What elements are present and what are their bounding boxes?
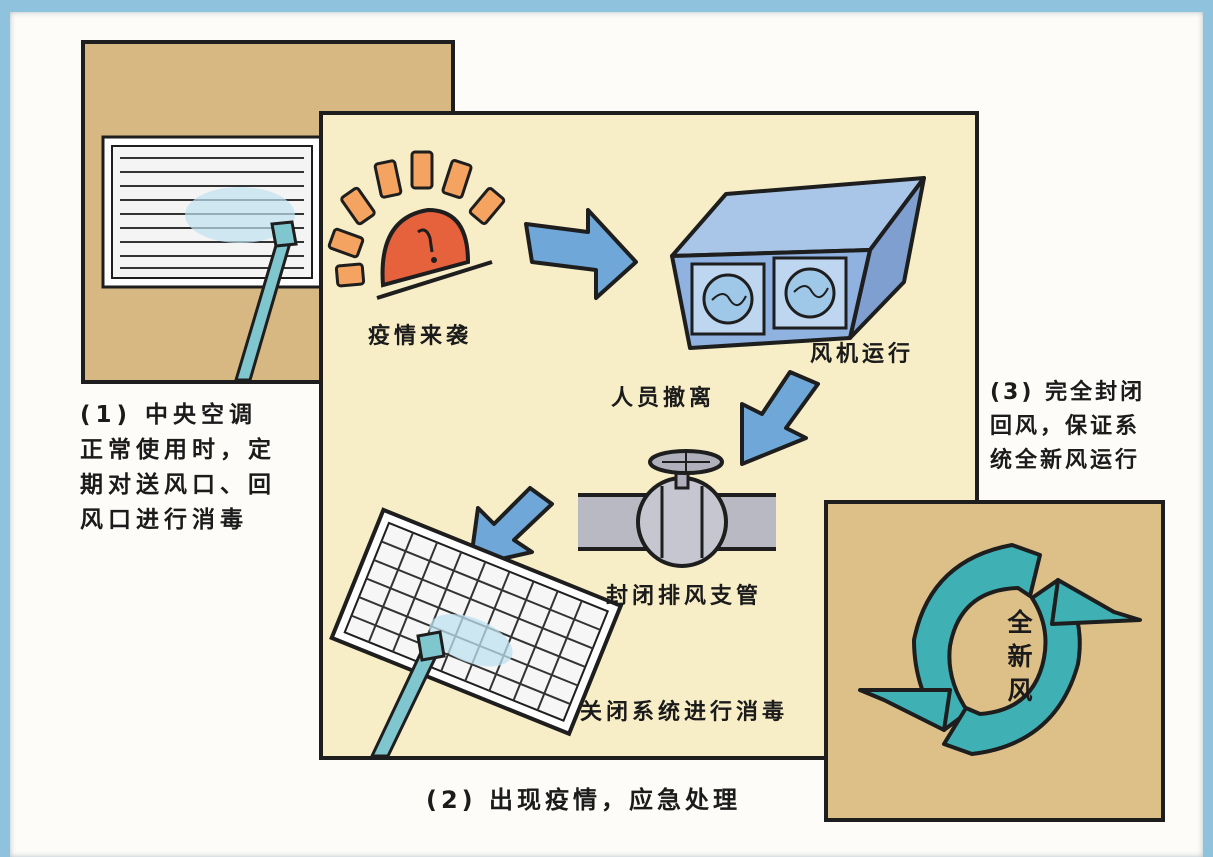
vent-grille-icon <box>101 135 323 289</box>
caption-line: 正常使用时，定 <box>80 437 276 463</box>
fresh-air-label: 全 新 风 <box>1000 606 1040 708</box>
spray-nozzle-2-icon <box>369 630 446 758</box>
label-fan-running: 风机运行 <box>810 342 915 367</box>
label-epidemic: 疫情来袭 <box>368 324 473 349</box>
recycle-arrows-icon <box>858 543 1142 756</box>
siren-icon <box>327 150 506 300</box>
panel-2-caption: (2) 出现疫情，应急处理 <box>426 786 741 814</box>
panel-3-fresh-air <box>824 500 1165 822</box>
panel-3-caption: (3) 完全封闭 回风，保证系 统全新风运行 <box>990 376 1145 478</box>
caption-line: (3) 完全封闭 <box>990 380 1146 405</box>
label-evacuate: 人员撤离 <box>611 386 716 411</box>
caption-line: (1) 中央空调 <box>80 402 258 428</box>
caption-line: 回风，保证系 <box>990 414 1141 439</box>
fan-box-icon <box>670 176 926 350</box>
caption-line: 期对送风口、回 <box>80 472 276 498</box>
valve-icon <box>578 449 776 568</box>
spray-nozzle-icon <box>233 220 298 382</box>
caption-line: 统全新风运行 <box>990 448 1141 473</box>
panel-1-caption: (1) 中央空调 正常使用时，定 期对送风口、回 风口进行消毒 <box>80 398 276 538</box>
vent-grille-2-icon <box>329 507 624 737</box>
caption-line: 风口进行消毒 <box>80 507 248 533</box>
fresh-air-char: 风 <box>1007 676 1033 705</box>
label-disinfect: 关闭系统进行消毒 <box>580 700 789 725</box>
fresh-air-char: 新 <box>1007 642 1033 671</box>
label-close-pipe: 封闭排风支管 <box>606 584 763 609</box>
fresh-air-char: 全 <box>1007 608 1033 637</box>
arrow-to-fan-icon <box>524 208 638 300</box>
arrow-to-valve-icon <box>740 370 820 466</box>
